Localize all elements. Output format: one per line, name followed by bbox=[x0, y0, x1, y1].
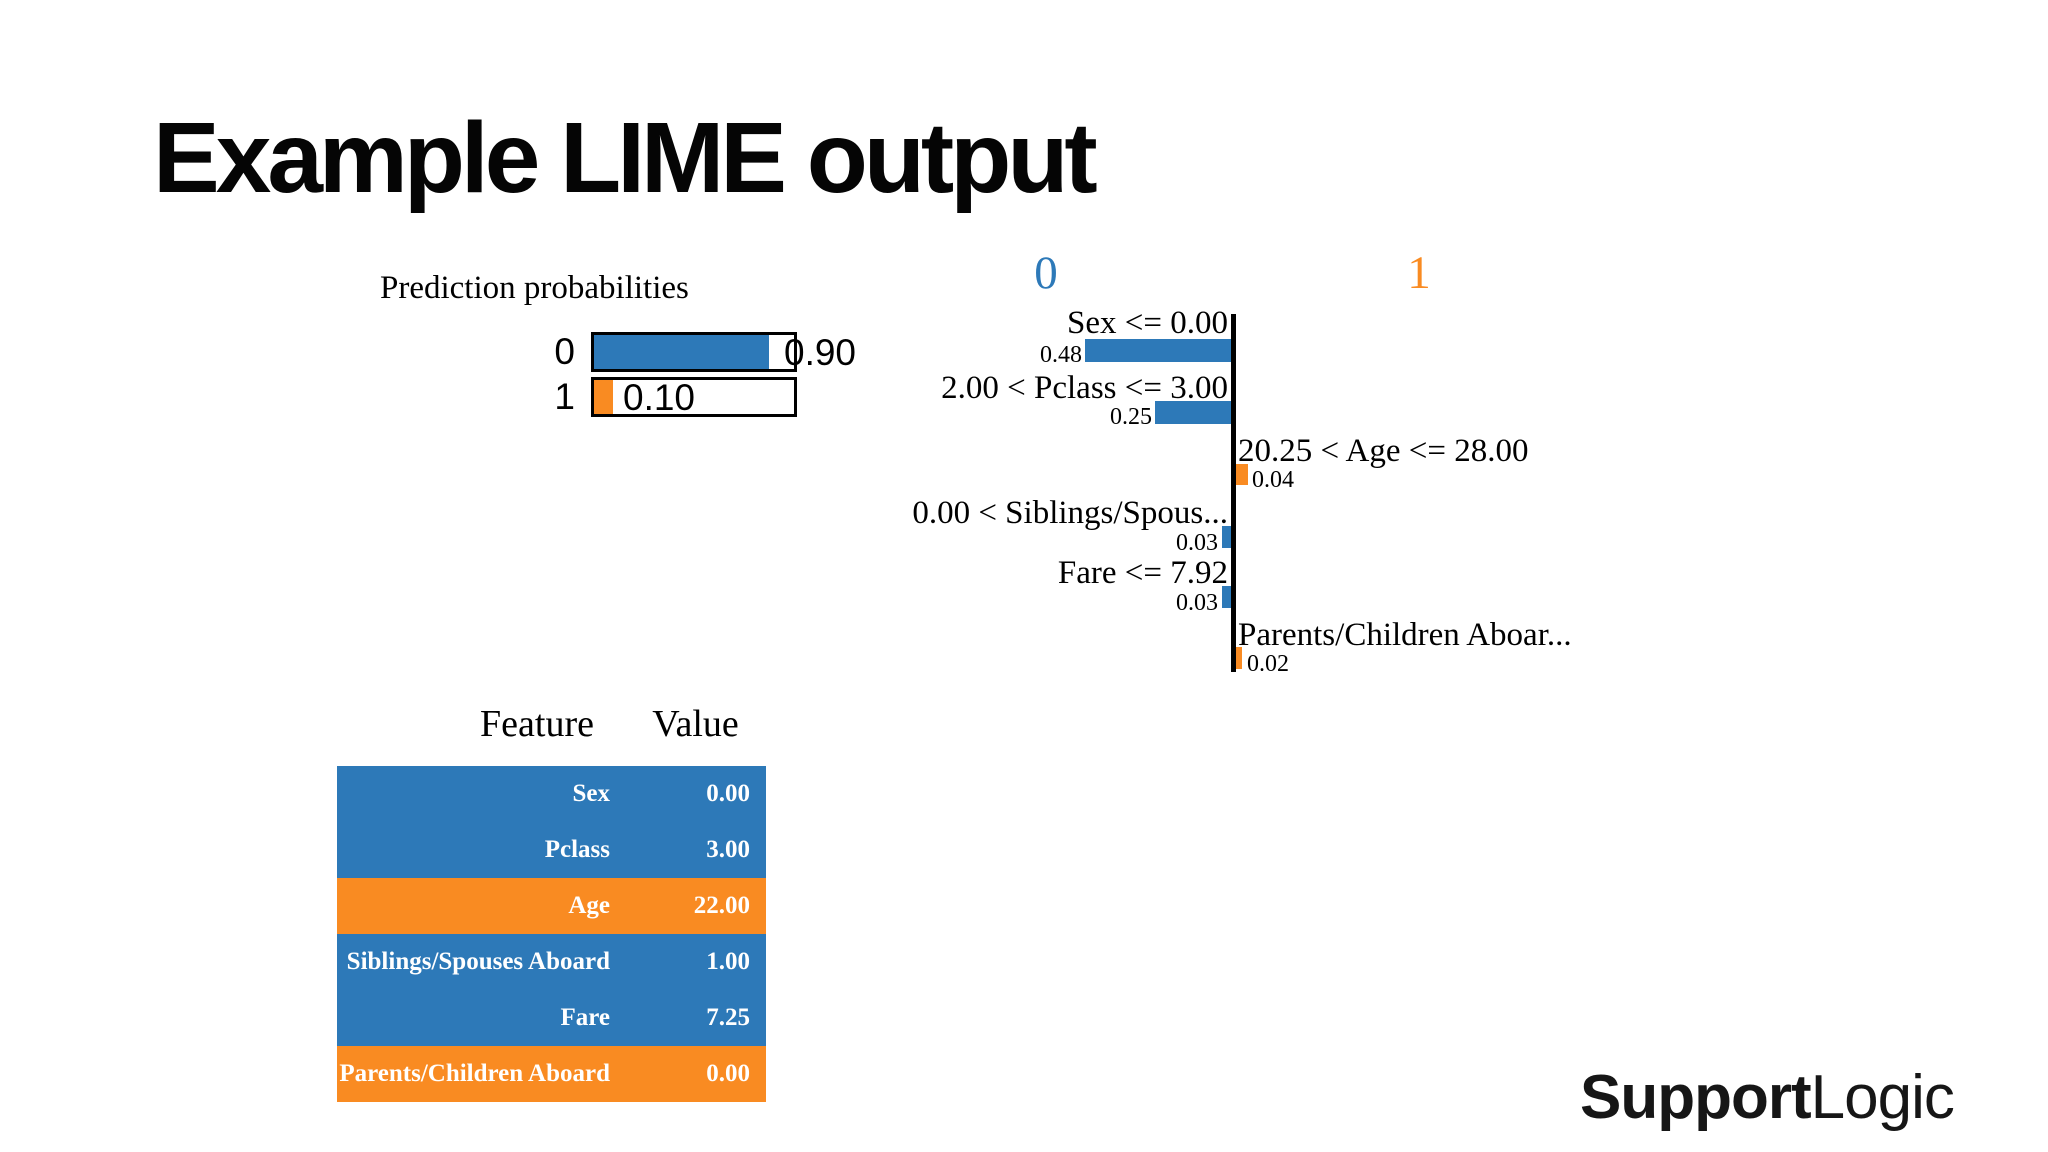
class-1-header: 1 bbox=[1407, 247, 1431, 299]
feature-value-siblings: 0.03 bbox=[1176, 530, 1218, 556]
feature-bar-pclass bbox=[1154, 401, 1231, 424]
supportlogic-logo: SupportLogic bbox=[1580, 1063, 1955, 1132]
table-row: Siblings/Spouses Aboard 1.00 bbox=[337, 934, 766, 990]
prediction-class-1-label: 1 bbox=[554, 376, 575, 417]
feature-label-siblings: 0.00 < Siblings/Spous... bbox=[912, 495, 1228, 531]
table-row: Parents/Children Aboard 0.00 bbox=[337, 1046, 766, 1102]
table-header-value: Value bbox=[652, 703, 739, 745]
feature-bar-parents bbox=[1236, 647, 1243, 669]
feature-value-age: 0.04 bbox=[1252, 467, 1294, 493]
logo-text-light: Logic bbox=[1810, 1063, 1955, 1132]
feature-label-age: 20.25 < Age <= 28.00 bbox=[1238, 433, 1529, 469]
logo-text-bold: Support bbox=[1580, 1063, 1812, 1132]
table-cell-value: 7.25 bbox=[610, 1004, 766, 1032]
table-cell-value-text: 0.00 bbox=[706, 780, 750, 807]
table-row: Age 22.00 bbox=[337, 878, 766, 934]
table-header-feature: Feature bbox=[480, 703, 594, 745]
table-row: Pclass 3.00 bbox=[337, 822, 766, 878]
page-title: Example LIME output bbox=[153, 102, 1098, 214]
prediction-chart-title: Prediction probabilities bbox=[380, 270, 689, 306]
prediction-bar-0-track bbox=[591, 332, 797, 372]
feature-bar-sex bbox=[1084, 339, 1231, 362]
table-cell-value-text: 0.00 bbox=[706, 1060, 750, 1087]
prediction-value-1: 0.10 bbox=[623, 377, 696, 418]
feature-value-pclass: 0.25 bbox=[1110, 404, 1152, 430]
table-cell-feature: Parents/Children Aboard bbox=[339, 1060, 610, 1087]
feature-bar-age bbox=[1236, 464, 1249, 485]
prediction-class-0-label: 0 bbox=[554, 331, 575, 372]
prediction-bar-1-track bbox=[591, 377, 797, 417]
center-axis-line bbox=[1231, 314, 1236, 672]
feature-label-parents: Parents/Children Aboar... bbox=[1238, 617, 1572, 653]
prediction-value-0: 0.90 bbox=[784, 332, 857, 373]
feature-label-fare: Fare <= 7.92 bbox=[1057, 555, 1228, 591]
feature-bar-fare bbox=[1221, 586, 1231, 608]
prediction-bar-1-fill bbox=[594, 380, 614, 414]
table-cell-value: 0.00 bbox=[610, 780, 766, 808]
table-cell-value-text: 22.00 bbox=[693, 892, 750, 919]
table-row: Fare 7.25 bbox=[337, 990, 766, 1046]
feature-bar-siblings bbox=[1221, 526, 1231, 548]
table-cell-value-text: 1.00 bbox=[706, 948, 750, 975]
table-cell-value: 0.00 bbox=[610, 1060, 766, 1088]
table-cell-value: 22.00 bbox=[610, 892, 766, 920]
table-cell-value: 1.00 bbox=[610, 948, 766, 976]
table-body: Sex 0.00 Pclass 3.00 Age 22.00 Siblings/… bbox=[337, 766, 766, 1102]
feature-value-sex: 0.48 bbox=[1040, 342, 1082, 368]
feature-label-pclass: 2.00 < Pclass <= 3.00 bbox=[941, 370, 1228, 406]
feature-value-parents: 0.02 bbox=[1247, 651, 1289, 677]
feature-label-sex: Sex <= 0.00 bbox=[1067, 305, 1228, 341]
table-cell-feature: Pclass bbox=[544, 836, 610, 863]
class-0-header: 0 bbox=[1034, 247, 1058, 299]
table-row: Sex 0.00 bbox=[337, 766, 766, 822]
table-cell-feature: Fare bbox=[560, 1004, 610, 1031]
table-cell-value: 3.00 bbox=[610, 836, 766, 864]
table-cell-value-text: 7.25 bbox=[706, 1004, 750, 1031]
feature-value-fare: 0.03 bbox=[1176, 590, 1218, 616]
table-cell-feature: Age bbox=[568, 892, 610, 919]
prediction-bar-0-fill bbox=[594, 335, 769, 369]
table-cell-feature: Sex bbox=[572, 780, 611, 807]
table-cell-feature: Siblings/Spouses Aboard bbox=[346, 948, 610, 975]
table-cell-value-text: 3.00 bbox=[706, 836, 750, 863]
